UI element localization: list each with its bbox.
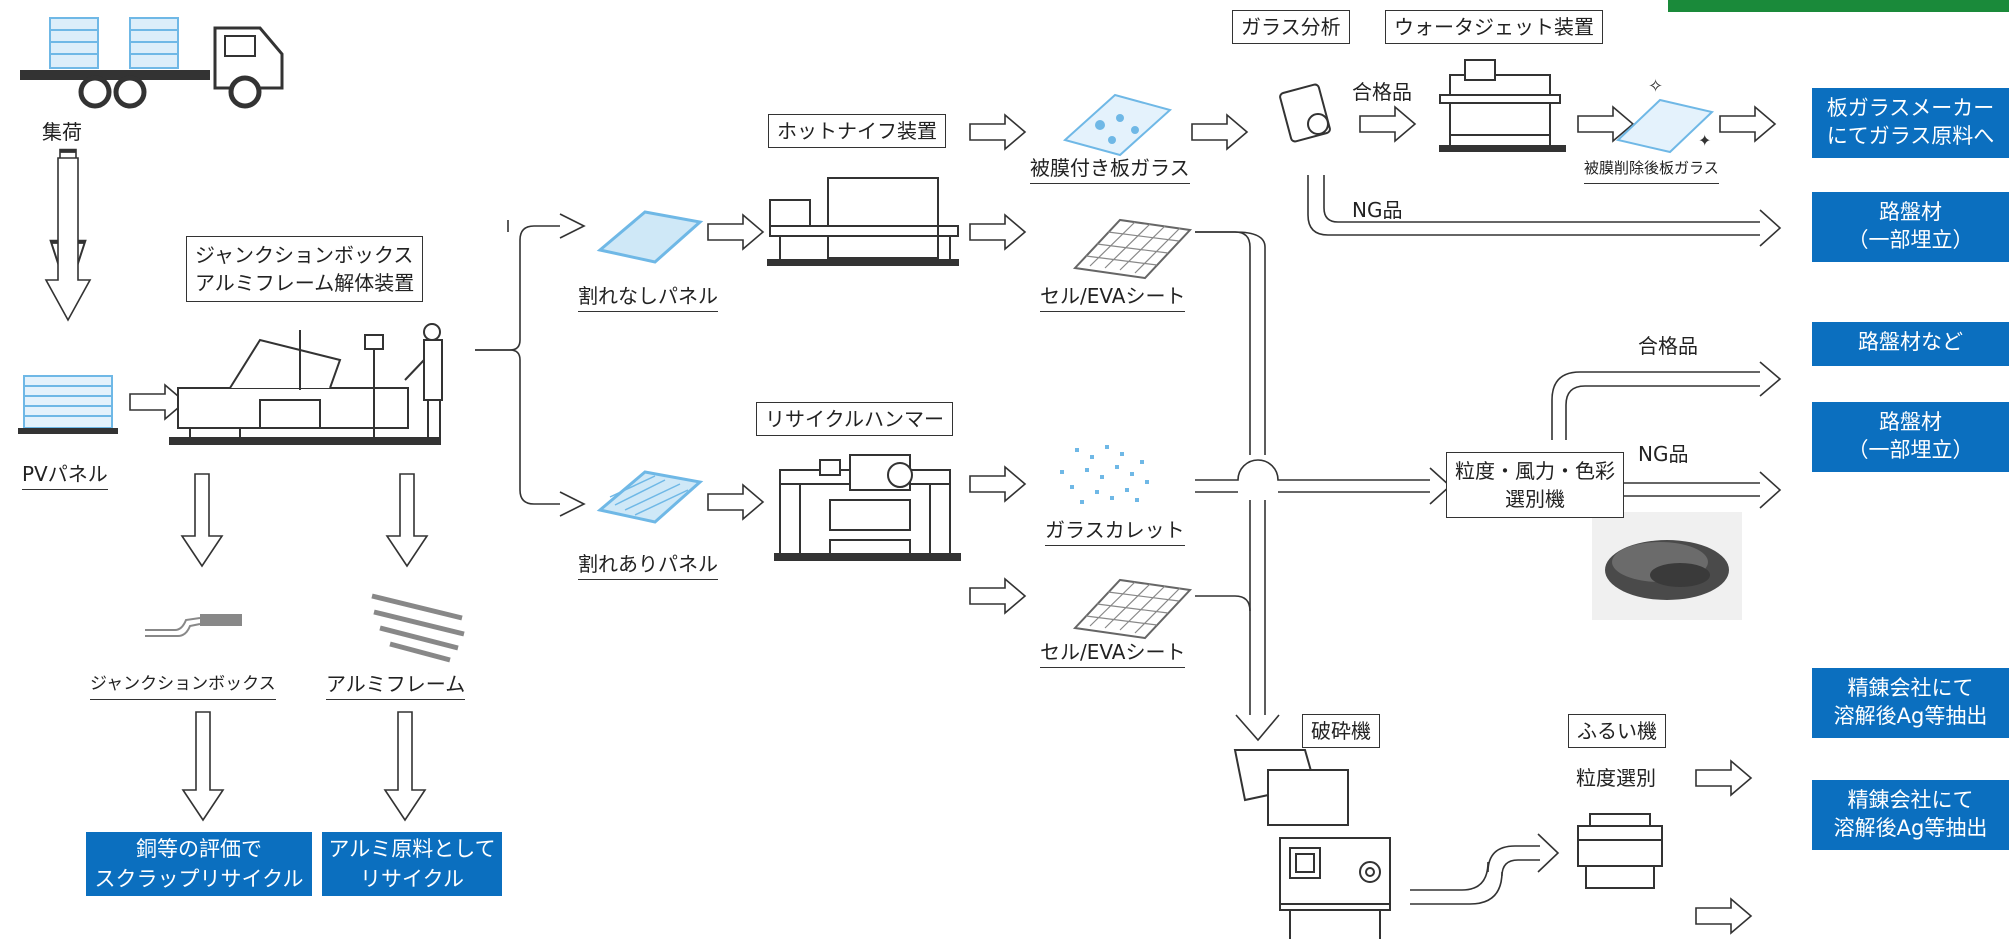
label-pass-1: 合格品 [1352,80,1412,104]
alu-frame-icon [372,596,464,660]
label-unbroken-panel: 割れなしパネル [578,284,718,312]
cell-sheet-icon [1075,220,1190,278]
label-recycle-hammer: リサイクルハンマー [756,402,953,436]
hammer-machine-icon [775,455,960,560]
label-sorter: 粒度・風力・色彩 選別機 [1446,452,1624,518]
sparkle-glass-icon: ✧ ✦ [1618,76,1712,152]
output-roadbed-landfill-1: 路盤材 （一部埋立） [1812,192,2009,262]
label-cell-eva-2: セル/EVAシート [1040,640,1185,668]
label-decoated-glass: 被膜削除後板ガラス [1584,156,1719,184]
gravel-photo [1592,512,1742,620]
output-refinery-1: 精錬会社にて 溶解後Ag等抽出 [1812,668,2009,738]
truck-icon [20,18,282,106]
output-roadbed-landfill-2: 路盤材 （一部埋立） [1812,402,2009,472]
junction-box-icon [145,614,242,636]
label-collect: 集荷 [42,120,82,144]
crusher-machine-icon [1235,750,1390,939]
output-roadbed-etc: 路盤材など [1812,322,2009,366]
svg-text:✧: ✧ [1648,76,1663,97]
disassembly-machine-icon [170,324,442,444]
analyzer-icon [1279,84,1331,143]
hot-knife-machine-icon [768,178,958,265]
label-junction-box: ジャンクションボックス [90,672,276,700]
cell-sheet-icon [1075,580,1190,638]
cracked-panel-icon [600,472,700,522]
label-cell-eva-1: セル/EVAシート [1040,284,1185,312]
label-pass-2: 合格品 [1638,334,1698,358]
cullet-icon [1060,445,1149,504]
label-alu-frame: アルミフレーム [326,672,465,700]
sieve-machine-icon [1578,814,1662,888]
label-sieve: ふるい機 [1568,714,1666,748]
label-glass-analysis: ガラス分析 [1232,10,1350,44]
label-waterjet: ウォータジェット装置 [1385,10,1603,44]
label-hot-knife: ホットナイフ装置 [768,114,946,148]
label-broken-panel: 割れありパネル [578,552,718,580]
label-pv-panel: PVパネル [22,462,108,490]
output-aluminum: アルミ原料として リサイクル [322,832,502,896]
label-ng-2: NG品 [1638,442,1688,466]
label-glass-cullet: ガラスカレット [1045,518,1185,546]
pv-panel-stack-icon [18,376,118,434]
glass-panel-icon [600,212,700,262]
output-copper: 銅等の評価で スクラップリサイクル [86,832,312,896]
output-refinery-2: 精錬会社にて 溶解後Ag等抽出 [1812,780,2009,850]
label-coated-glass: 被膜付き板ガラス [1030,156,1190,184]
label-disassembly: ジャンクションボックス アルミフレーム解体装置 [186,236,423,302]
svg-text:✦: ✦ [1698,131,1711,150]
label-ng-1: NG品 [1352,198,1402,222]
label-crusher: 破砕機 [1302,714,1380,748]
label-size-sort: 粒度選別 [1576,766,1656,790]
output-flat-glass: 板ガラスメーカー にてガラス原料へ [1812,88,2009,158]
coated-glass-icon [1065,95,1170,155]
waterjet-machine-icon [1440,60,1565,151]
